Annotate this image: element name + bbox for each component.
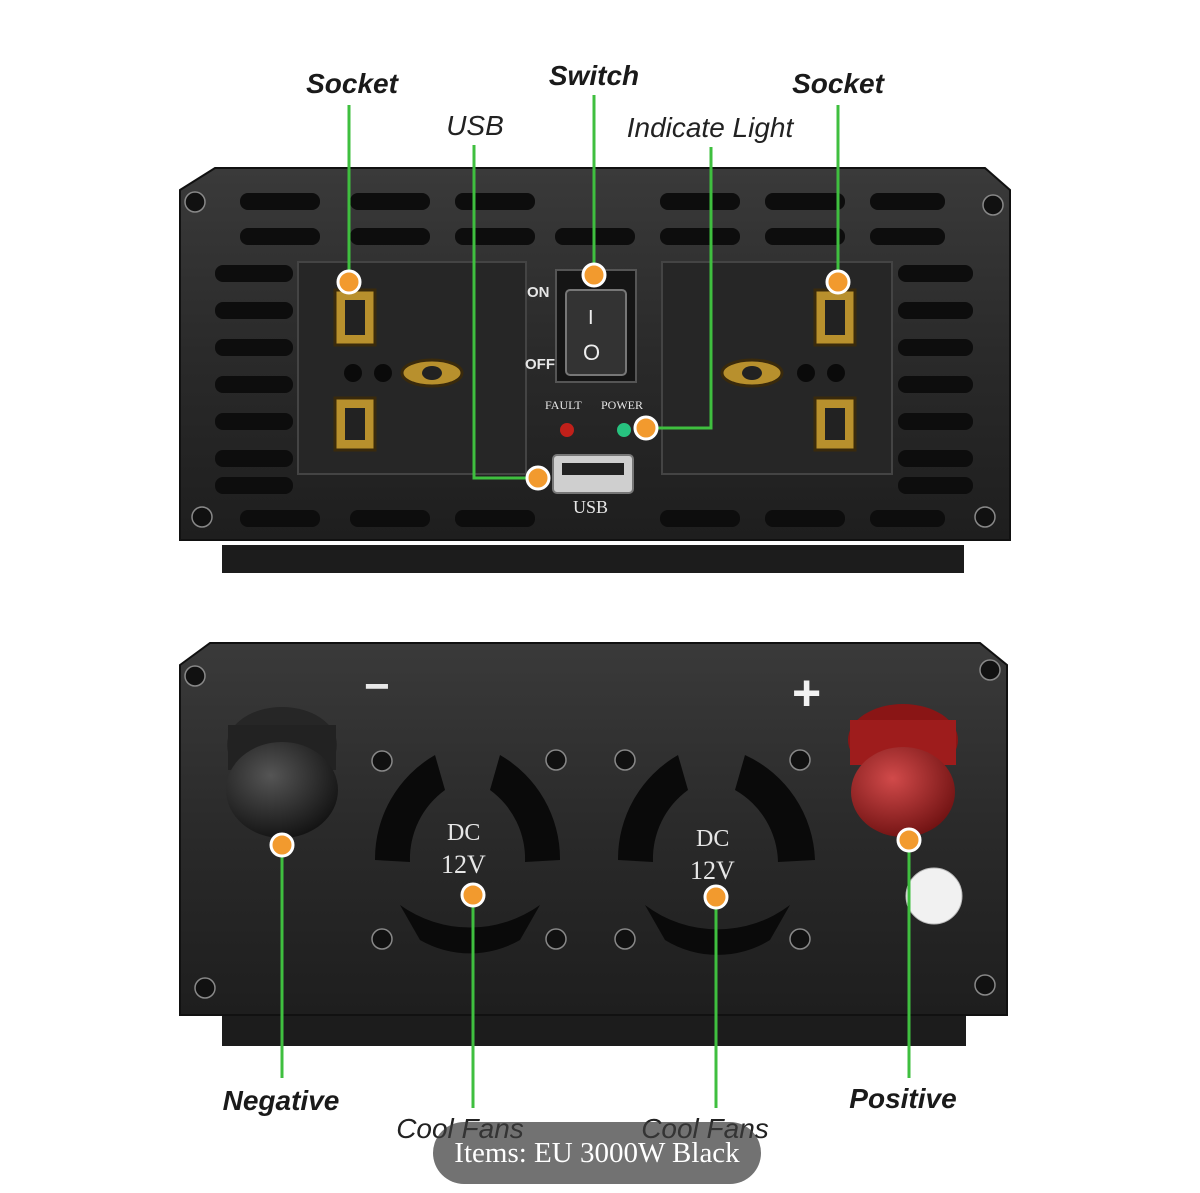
callout-socket-left: Socket	[306, 68, 398, 99]
minus-sign: −	[364, 662, 390, 711]
switch-off-symbol: O	[583, 340, 601, 365]
socket-left	[297, 261, 527, 475]
plus-sign: +	[792, 665, 822, 721]
switch-on-symbol: I	[588, 307, 594, 329]
power-label: POWER	[601, 398, 643, 412]
callout-usb: USB	[446, 110, 504, 141]
socket-right	[661, 261, 893, 475]
usb-port-label: USB	[573, 497, 609, 517]
fan-left-voltage-label: 12V	[441, 850, 486, 879]
callout-dots	[269, 262, 922, 910]
front-screws	[184, 191, 1004, 528]
callout-positive: Positive	[849, 1083, 957, 1114]
warning-sticker	[905, 867, 963, 925]
rear-screws	[184, 659, 1001, 999]
fault-led	[560, 423, 574, 437]
vent-slots-top	[240, 193, 945, 527]
item-caption-pill: Items: EU 3000W Black	[433, 1122, 761, 1184]
front-panel	[179, 167, 1011, 573]
vent-slots-sides	[215, 265, 973, 494]
rear-panel	[179, 642, 1008, 1046]
callout-lines	[280, 95, 911, 1108]
callout-indicate-light: Indicate Light	[626, 112, 794, 143]
power-led	[617, 423, 631, 437]
item-caption: Items: EU 3000W Black	[454, 1136, 740, 1169]
power-switch	[555, 269, 637, 383]
switch-on-label: ON	[527, 284, 550, 301]
negative-terminal	[226, 707, 338, 838]
fan-left	[374, 755, 561, 954]
callout-switch: Switch	[548, 60, 640, 91]
positive-terminal	[848, 704, 958, 837]
fan-right-dc-label: DC	[696, 826, 730, 852]
callout-socket-right: Socket	[792, 68, 884, 99]
fan-left-dc-label: DC	[447, 820, 481, 846]
callout-negative: Negative	[222, 1085, 340, 1116]
fan-right-voltage-label: 12V	[690, 856, 735, 885]
switch-off-label: OFF	[525, 356, 555, 373]
fault-label: FAULT	[545, 398, 582, 412]
usb-port	[552, 454, 634, 494]
